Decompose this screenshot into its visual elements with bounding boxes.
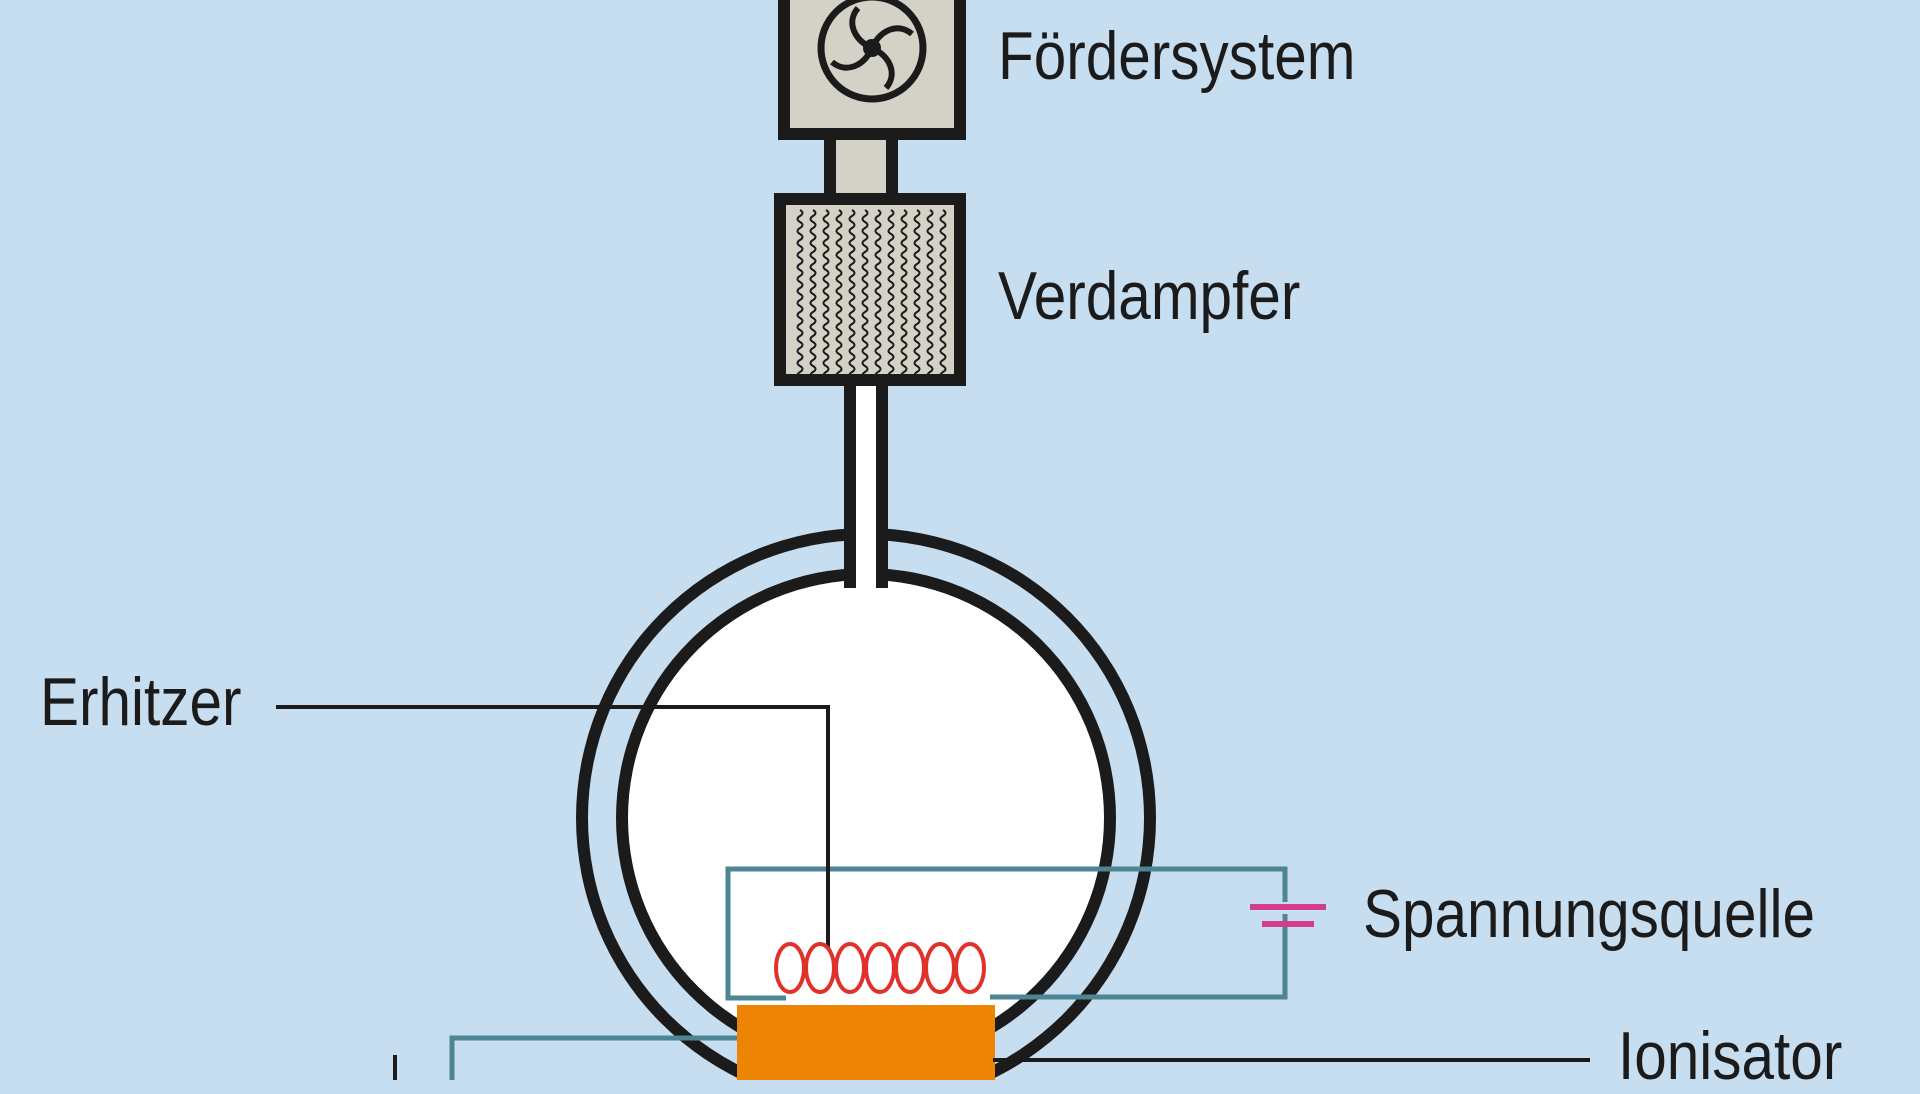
connecting-tube-bore — [856, 370, 876, 600]
heater-label: Erhitzer — [40, 664, 242, 740]
electrode-circuit — [449, 866, 1288, 1080]
evaporator-fiber — [939, 209, 947, 374]
evaporator-fiber — [926, 209, 934, 374]
evaporator-label: Verdampfer — [998, 258, 1301, 334]
evaporator-fiber — [809, 209, 817, 374]
evaporator-fiber — [848, 209, 856, 374]
conveyor-system-label: Fördersystem — [998, 18, 1356, 94]
evaporator-fiber — [796, 209, 804, 374]
fan-icon — [817, 0, 927, 103]
evaporator-fiber — [874, 209, 882, 374]
evaporator-fiber — [861, 209, 869, 374]
heater-leader-line — [276, 705, 830, 948]
evaporator-fiber — [887, 209, 895, 374]
ionizer-block — [737, 1005, 995, 1080]
evaporator-fiber — [913, 209, 921, 374]
evaporator-fiber — [822, 209, 830, 374]
evaporator-fibers — [796, 209, 947, 374]
evaporator-fiber — [835, 209, 843, 374]
ionizer-label: Ionisator — [1618, 1018, 1843, 1094]
heater-coil-loop — [954, 942, 986, 994]
sphere-vessel — [576, 528, 1156, 1080]
conveyor-system-box — [778, 0, 966, 140]
heater-coil — [774, 942, 986, 994]
voltage-source-label: Spannungsquelle — [1363, 876, 1815, 952]
evaporator-fiber — [900, 209, 908, 374]
battery-icon — [1250, 902, 1326, 927]
evaporator-box — [774, 193, 966, 386]
